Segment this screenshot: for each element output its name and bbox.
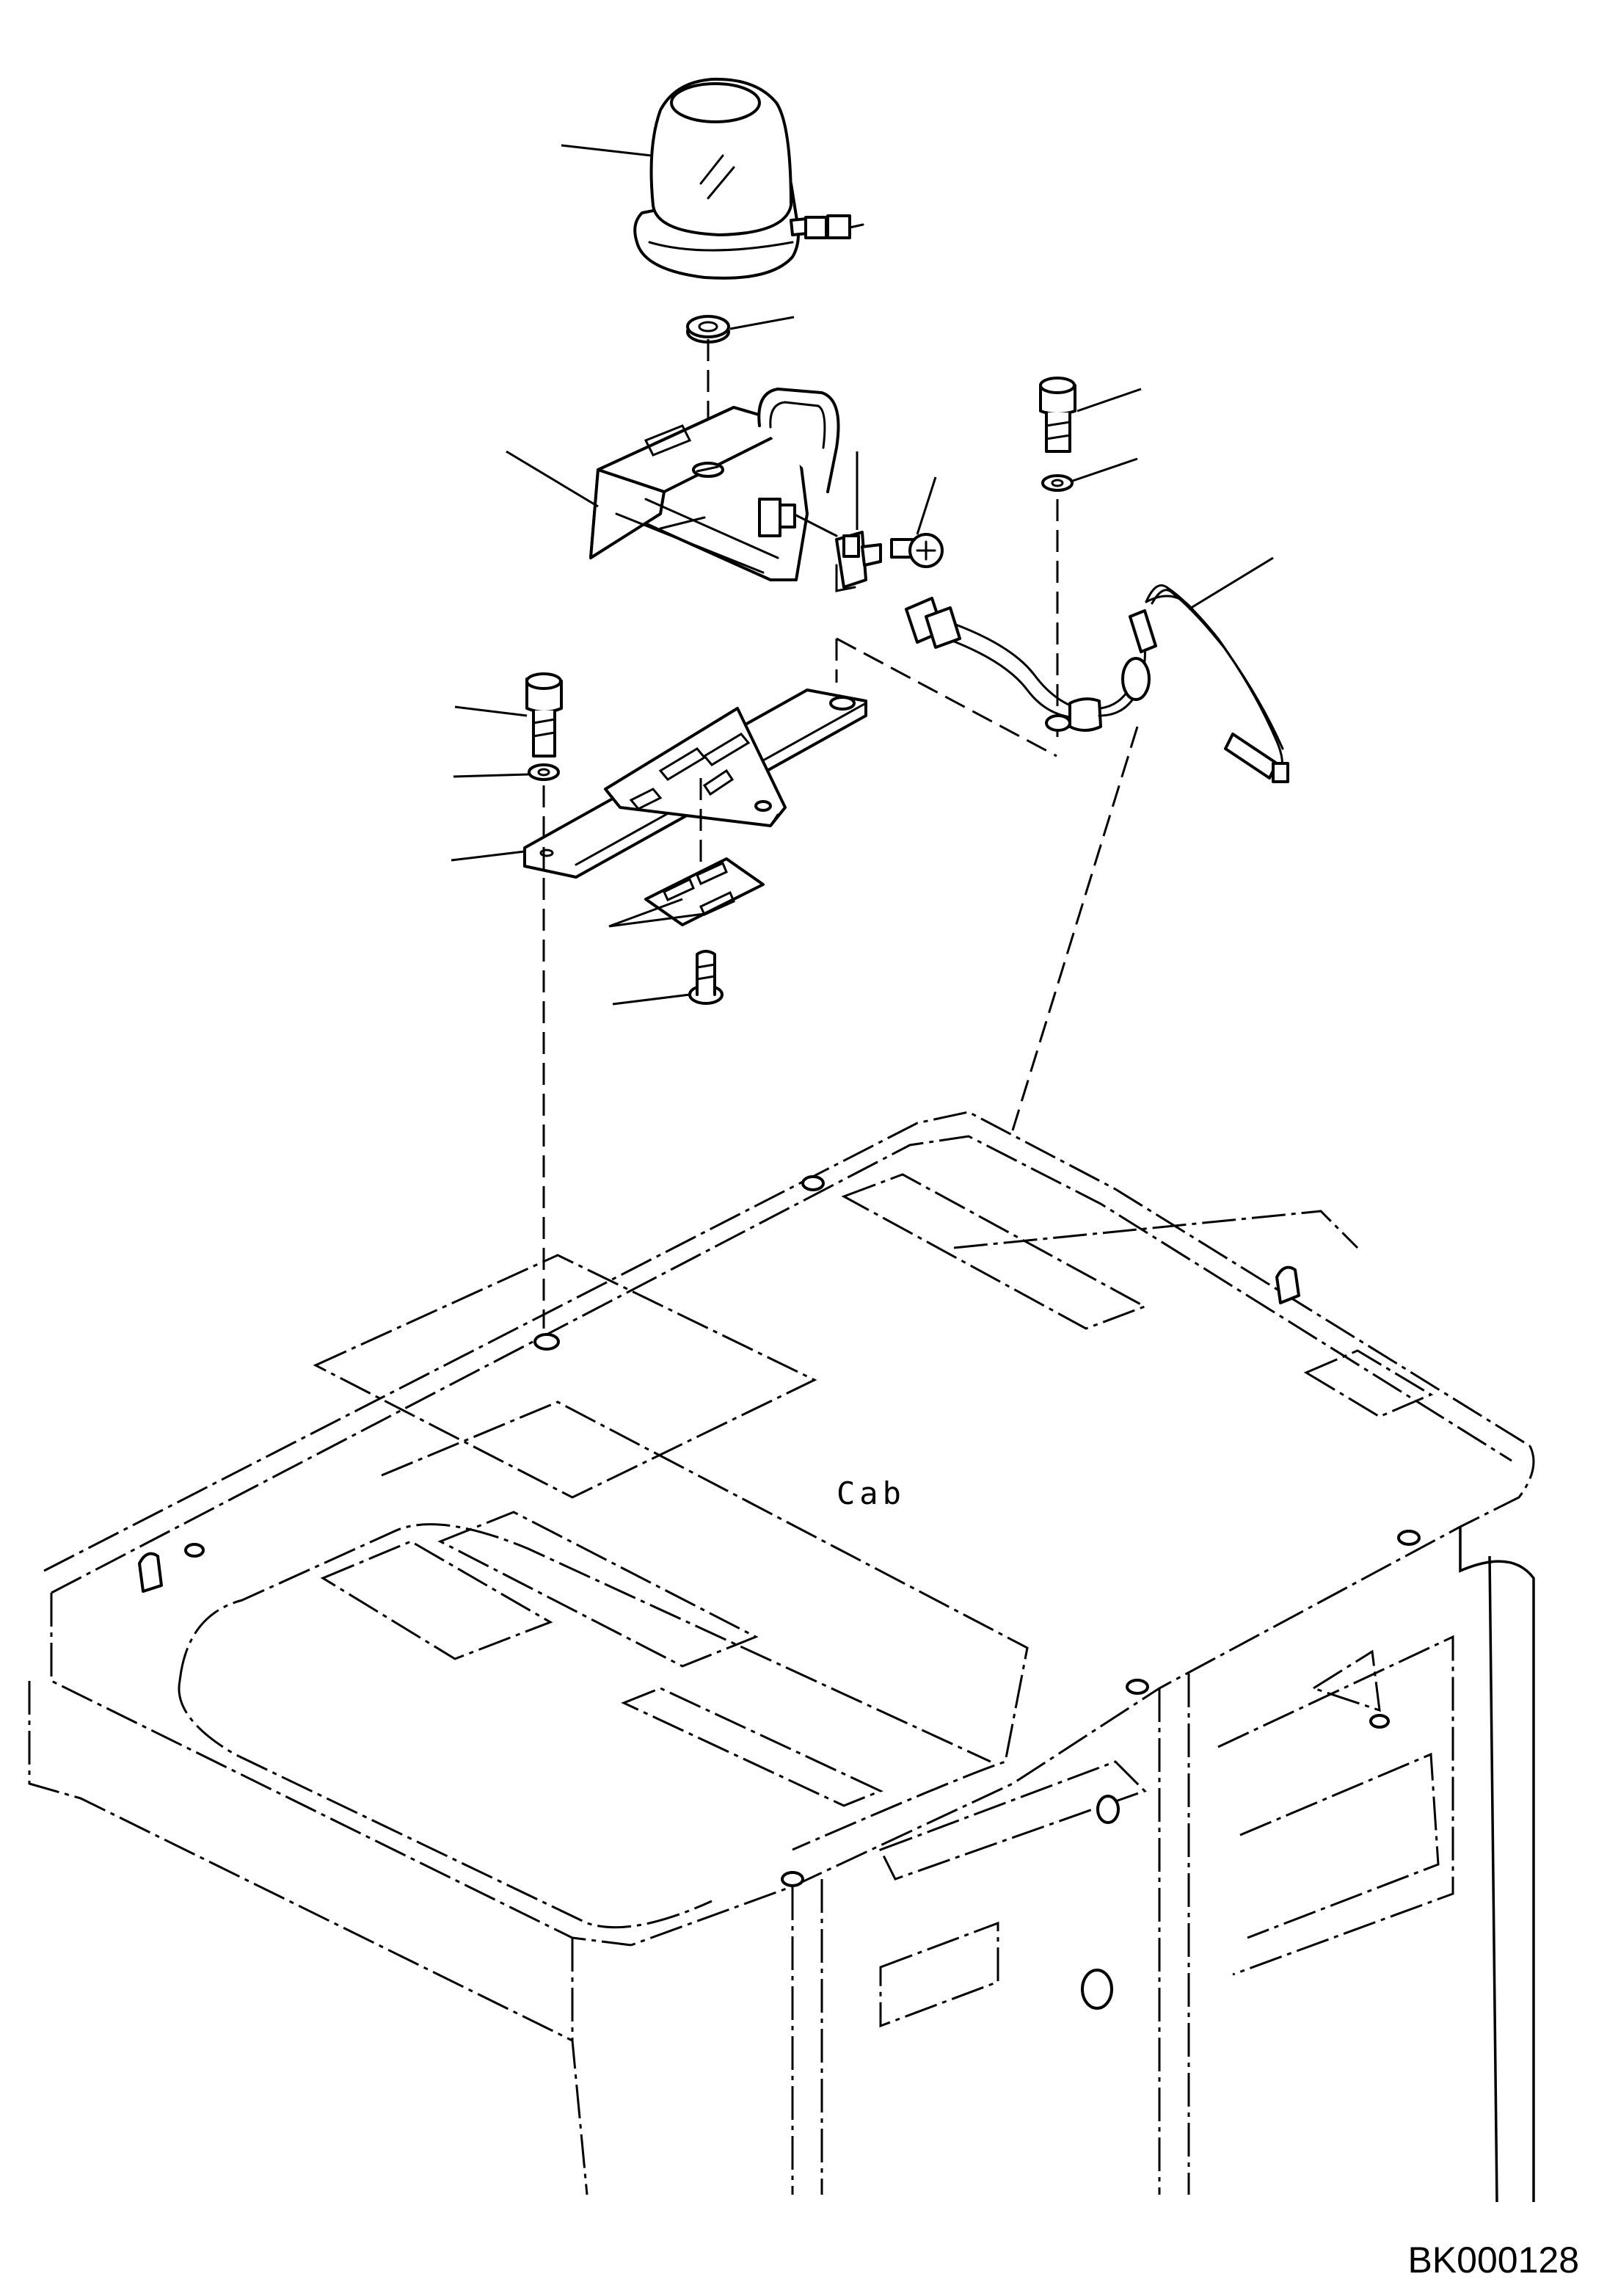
leader-lamp	[561, 144, 652, 157]
leader-switch-screw	[916, 476, 937, 535]
drawing-code: BK000128	[1407, 2239, 1579, 2281]
leader-base-plate	[451, 850, 525, 862]
washer-left	[528, 763, 560, 781]
base-plate	[523, 689, 867, 879]
washer-upper-right	[1041, 474, 1074, 492]
leader-bolt-left	[454, 705, 528, 717]
beacon-lamp	[633, 77, 864, 280]
leader-bolt-upper-right	[1076, 388, 1142, 413]
cab-label: Cab	[837, 1475, 905, 1511]
leader-plate-screw	[612, 993, 690, 1006]
axis-harness-cab	[1011, 726, 1139, 1131]
cab-structure	[28, 1111, 1535, 2203]
leader-bracket	[506, 450, 599, 508]
leader-washer-left	[453, 773, 529, 778]
plate-screw	[688, 950, 724, 1005]
leader-harness	[1188, 556, 1274, 611]
beacon-switch	[795, 514, 882, 592]
wiring-harness	[905, 584, 1289, 783]
bolt-upper-right	[1039, 377, 1076, 453]
bolt-left	[525, 672, 563, 758]
lamp-bracket	[589, 388, 840, 581]
leader-gasket	[729, 316, 795, 330]
leader-clamp-1	[608, 898, 683, 928]
cab-mount-points	[138, 1175, 1421, 2010]
clamp-strips	[644, 857, 765, 926]
lamp-gasket	[686, 315, 730, 344]
axis-harness-clip	[836, 637, 1057, 758]
leader-washer-upper-right	[1072, 457, 1138, 482]
leader-clamp-2	[608, 912, 705, 928]
switch-screw	[890, 533, 944, 568]
